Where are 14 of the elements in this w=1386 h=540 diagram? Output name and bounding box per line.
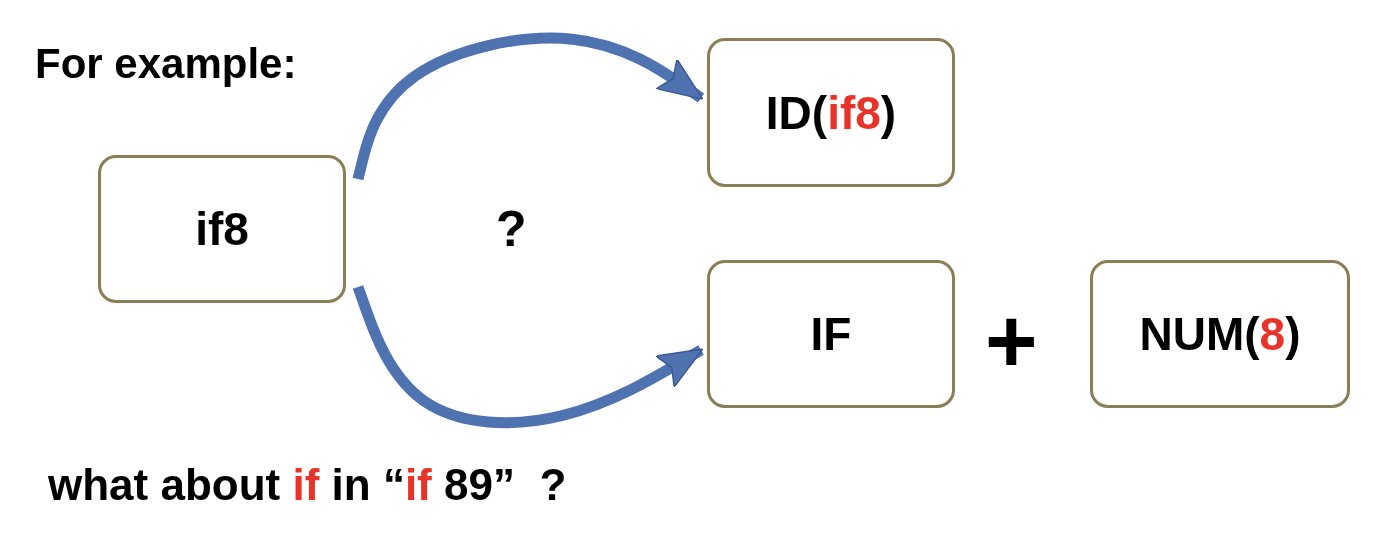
rounded-box <box>98 155 346 303</box>
curved-arrow <box>352 32 705 181</box>
plus-sign: + <box>985 290 1038 393</box>
rounded-box <box>707 260 955 408</box>
node-label: NUM(8) <box>1139 307 1301 361</box>
node-label: IF <box>810 307 852 361</box>
rounded-box <box>1090 260 1350 408</box>
rounded-box <box>707 38 955 187</box>
curved-arrow <box>352 285 704 429</box>
question-mark: ? <box>496 200 527 258</box>
question-text: what about if in “if 89” ? <box>48 460 567 510</box>
node-label: ID(if8) <box>765 85 897 140</box>
heading: For example: <box>35 40 297 88</box>
node-label: if8 <box>195 202 249 256</box>
